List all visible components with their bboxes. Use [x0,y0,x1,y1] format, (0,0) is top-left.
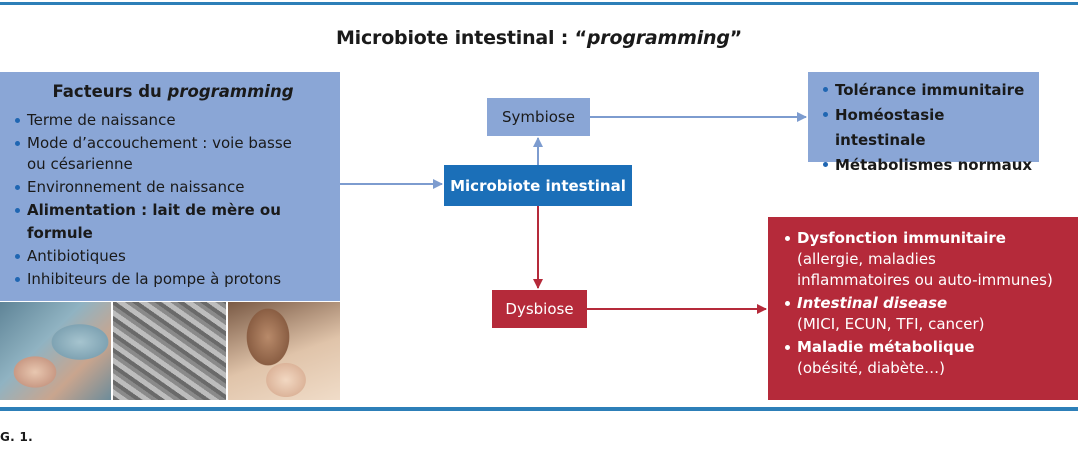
microbiote-node: Microbiote intestinal [444,165,632,206]
breastfeeding-photo [228,302,340,400]
dysbiose-node: Dysbiose [492,290,587,328]
outcome-item: Dysfonction immunitaire (allergie, malad… [784,228,1072,291]
factor-item: Inhibiteurs de la pompe à protons [14,268,332,291]
dysbiosis-outcomes-box: Dysfonction immunitaire (allergie, malad… [768,217,1078,400]
outcome-item: Intestinal disease (MICI, ECUN, TFI, can… [784,293,1072,335]
symbiosis-outcomes-box: Tolérance immunitaire Homéostasie intest… [808,72,1039,174]
diagram-title: Microbiote intestinal : “programming” [335,27,743,49]
factor-item: Alimentation : lait de mère ou formule [14,199,332,245]
birth-photo [0,302,111,400]
outcome-item: Homéostasie intestinale [822,103,1033,153]
factor-item: Antibiotiques [14,245,332,268]
figure-caption: G. 1. [0,430,33,444]
outcome-item: Maladie métabolique (obésité, diabète…) [784,337,1072,379]
factor-item: Environnement de naissance [14,176,332,199]
outcome-item: Métabolismes normaux [822,153,1033,178]
bacteria-micrograph [113,302,226,400]
factors-box: Facteurs du programming Terme de naissan… [0,72,340,301]
factors-list: Terme de naissance Mode d’accouchement :… [14,109,332,291]
bottom-rule [0,407,1078,411]
factor-item: Terme de naissance [14,109,332,132]
photo-strip [0,302,340,400]
top-rule [0,2,1078,5]
factor-item: Mode d’accouchement : voie basse ou césa… [14,132,332,176]
dysbiosis-outcomes-list: Dysfonction immunitaire (allergie, malad… [784,228,1072,379]
factors-heading: Facteurs du programming [52,82,294,101]
outcome-item: Tolérance immunitaire [822,78,1033,103]
symbiosis-outcomes-list: Tolérance immunitaire Homéostasie intest… [822,78,1033,178]
symbiose-node: Symbiose [487,98,590,136]
